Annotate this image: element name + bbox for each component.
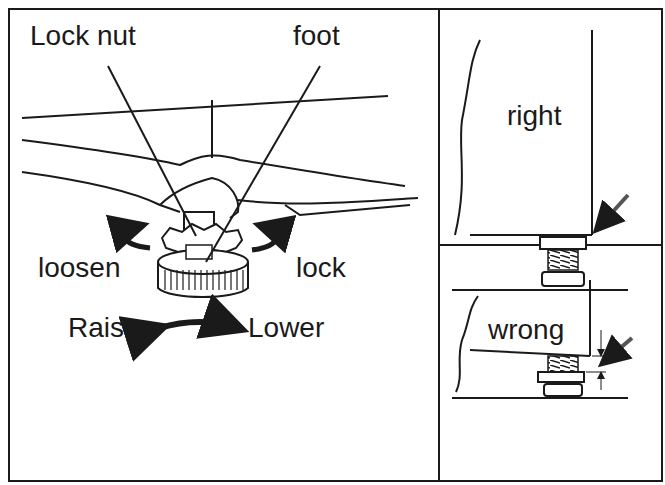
action-label: Lower	[248, 314, 324, 342]
part-label: foot	[293, 22, 340, 50]
status-label: wrong	[488, 316, 564, 344]
status-label: right	[507, 102, 561, 130]
part-label: Lock nut	[30, 22, 136, 50]
action-label: lock	[296, 254, 346, 282]
action-label: loosen	[38, 254, 121, 282]
action-label: Raise	[68, 314, 140, 342]
